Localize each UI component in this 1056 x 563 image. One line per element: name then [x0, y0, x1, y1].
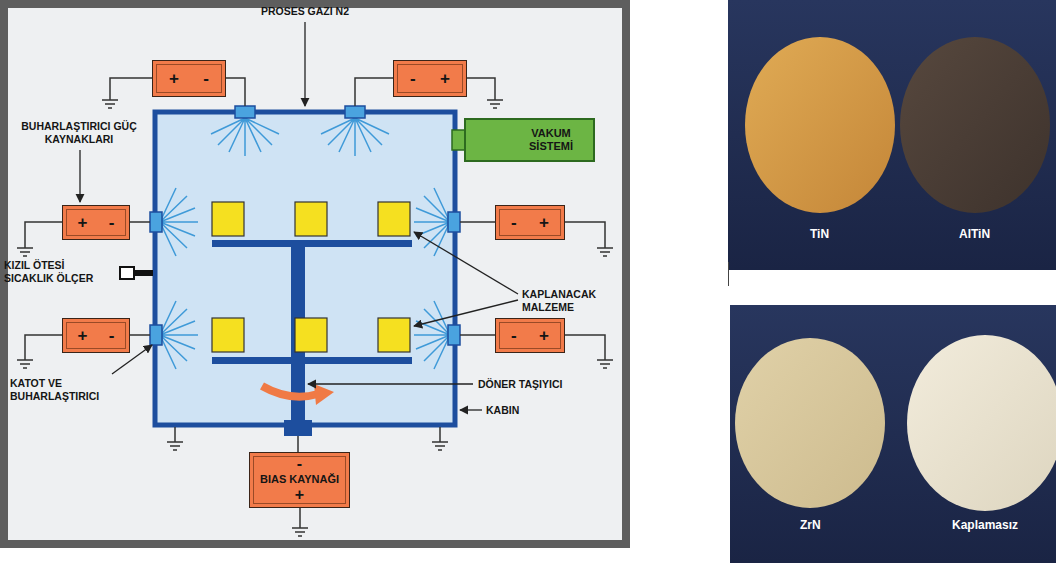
polarity-sign: + — [539, 327, 549, 345]
tin-disc — [745, 37, 895, 213]
sample-part — [378, 318, 410, 352]
polarity-sign: + — [295, 486, 304, 503]
polarity-sign: + — [539, 214, 549, 232]
leader-lines — [80, 22, 518, 410]
part-label: KIZIL ÖTESİ SICAKLIK ÖLÇER — [4, 259, 116, 285]
polarity-sign: + — [169, 70, 179, 88]
ground-symbol — [102, 92, 118, 108]
polarity-sign: - — [203, 70, 209, 88]
part-label: KAPLANACAK MALZEME — [522, 288, 620, 314]
uncoated-disc — [907, 335, 1056, 511]
power-supply: -+ — [495, 205, 565, 240]
leader-arrow — [460, 409, 482, 410]
polarity-sign: + — [440, 70, 450, 88]
polarity-sign: - — [297, 455, 302, 472]
rotation-arrowhead — [314, 384, 334, 405]
ir-sensor-body — [134, 270, 153, 276]
carrier-arm — [212, 240, 412, 247]
polarity-sign: + — [78, 214, 88, 232]
part-label: BUHARLAŞTIRICI GÜÇ KAYNAKLARI — [18, 120, 140, 146]
photo-panel: TiN AlTiN — [728, 0, 1056, 270]
sample-label: AlTiN — [959, 227, 990, 241]
photo-panel — [728, 0, 1056, 270]
part-label: KATOT VE BUHARLAŞTIRICI — [10, 377, 122, 403]
power-supply: +- — [62, 205, 130, 240]
ground-symbol — [487, 92, 503, 108]
cathode — [235, 106, 255, 118]
ground-symbol — [432, 434, 448, 450]
ir-sensor — [120, 267, 134, 279]
bias-supply: -BIAS KAYNAĞI+ — [249, 452, 350, 508]
polarity-sign: - — [410, 70, 416, 88]
leader-arrow — [414, 232, 518, 294]
rotating-carrier — [212, 240, 412, 436]
polarity-sign: - — [511, 214, 517, 232]
sample-part — [378, 202, 410, 236]
cathode — [448, 212, 460, 232]
ground-symbol — [292, 520, 308, 536]
sample-label: Kaplamasız — [952, 518, 1018, 532]
zrn-disc — [735, 338, 885, 508]
vacuum-system: VAKUM SİSTEMİ — [464, 118, 595, 162]
photo-panel: ZrN Kaplamasız — [730, 305, 1056, 563]
cathode — [150, 212, 162, 232]
polarity-sign: - — [109, 327, 115, 345]
leader-arrow — [79, 150, 80, 202]
cathode — [448, 325, 460, 345]
sample-part — [295, 202, 327, 236]
node-text: BIAS KAYNAĞI — [260, 472, 339, 486]
cathode — [150, 325, 162, 345]
ground-symbol — [167, 434, 183, 450]
ground-symbol — [597, 240, 613, 256]
ground-symbol — [597, 352, 613, 368]
ground-symbol — [17, 352, 33, 368]
power-supply: +- — [152, 60, 226, 97]
polarity-sign: + — [78, 327, 88, 345]
rotation-arrow — [262, 386, 318, 397]
process-gas-label: PROSES GAZI N2 — [240, 5, 370, 18]
sample-label: TiN — [810, 227, 829, 241]
leader-arrow — [308, 383, 473, 384]
altin-disc — [900, 37, 1050, 213]
part-label: KABIN — [486, 404, 546, 417]
power-supply: -+ — [393, 60, 467, 97]
power-supply: -+ — [495, 318, 565, 353]
polarity-sign: - — [511, 327, 517, 345]
sample-group — [212, 202, 410, 352]
part-label: DÖNER TAŞIYICI — [478, 378, 608, 391]
chamber-wall — [155, 112, 455, 425]
power-supply: +- — [62, 318, 130, 353]
carrier-bearing — [284, 420, 312, 436]
polarity-sign: - — [109, 214, 115, 232]
ground-symbol — [17, 240, 33, 256]
node-text: VAKUM SİSTEMİ — [515, 127, 587, 153]
sample-part — [212, 202, 244, 236]
diagram-frame — [4, 4, 626, 544]
sample-label: ZrN — [800, 518, 821, 532]
carrier-arm — [212, 357, 412, 364]
sample-part — [295, 318, 327, 352]
sample-part — [212, 318, 244, 352]
cathode — [345, 106, 365, 118]
gas-inlet-arrow — [304, 22, 305, 106]
panel-edge — [728, 262, 729, 286]
